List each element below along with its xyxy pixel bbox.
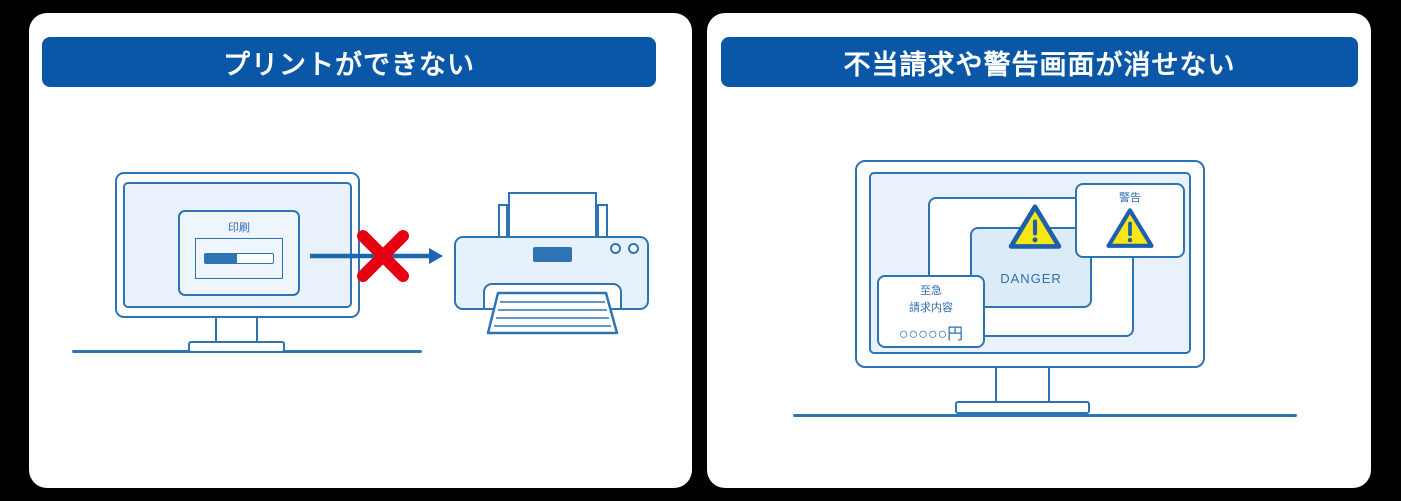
keikoku-label: 警告 [1119, 192, 1141, 204]
popup-window-keikoku: 警告 [1075, 183, 1185, 258]
printer-output-paper [486, 291, 619, 335]
warning-triangle-icon [1106, 208, 1154, 248]
warning-triangle-icon [1008, 204, 1062, 249]
monitor-stand-base [188, 341, 285, 353]
panel-title: プリントができない [223, 49, 475, 80]
billing-amount: ○○○○○円 [898, 326, 964, 343]
panel-title-bar: 不当請求や警告画面が消せない [721, 37, 1358, 87]
printer-display [533, 247, 572, 262]
printer-button-1 [610, 243, 621, 254]
billing-line1: 至急 [920, 285, 942, 297]
right-arrow-head [429, 248, 443, 264]
print-dialog-title: 印刷 [228, 222, 250, 234]
print-progress-fill [205, 254, 237, 263]
panel-title: 不当請求や警告画面が消せない [843, 49, 1236, 80]
billing-line2: 請求内容 [909, 301, 953, 314]
blocked-x-icon [357, 230, 409, 282]
monitor-stand-base [955, 401, 1090, 414]
panel-fraud-warning: 不当請求や警告画面が消せない DANGER 至急 請求内容 ○○○○○円 [707, 13, 1371, 488]
monitor-stand-neck [995, 363, 1050, 403]
blocked-arrow-graphic [310, 230, 443, 282]
popup-window-billing: 至急 請求内容 ○○○○○円 [877, 275, 985, 348]
panel-title-bar: プリントができない [42, 37, 656, 87]
printer-button-2 [628, 243, 639, 254]
danger-label: DANGER [1000, 271, 1062, 286]
print-progress-bar [204, 253, 274, 264]
print-dialog-body [195, 238, 283, 279]
print-dialog: 印刷 [178, 210, 300, 296]
panel-cannot-print: プリントができない 印刷 [29, 13, 692, 488]
desk-line [793, 414, 1297, 417]
